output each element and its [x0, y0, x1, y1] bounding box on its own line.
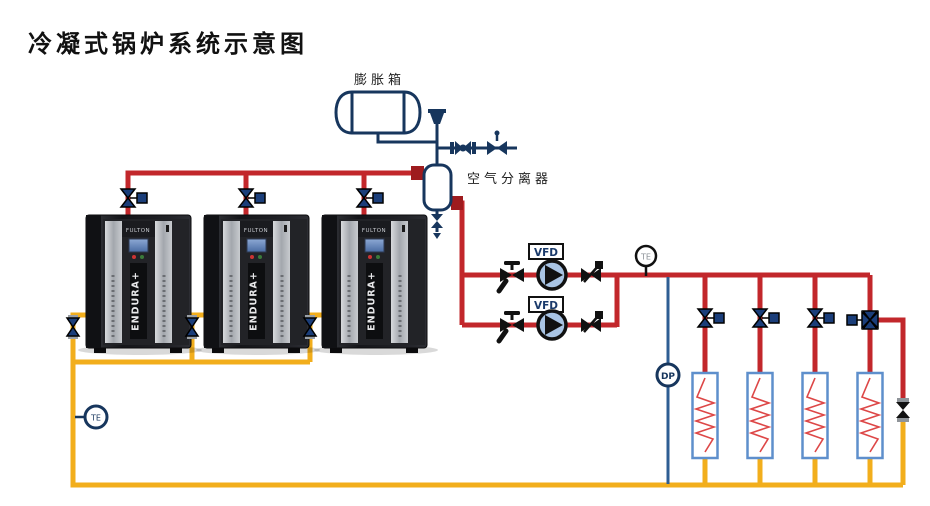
three-way-valve: [846, 310, 879, 330]
boiler-brand: ENDURA+: [131, 271, 142, 331]
pump-group-1: VFD: [496, 243, 603, 294]
zone-valve-1: [696, 308, 725, 328]
te-label: TE: [640, 253, 651, 262]
boiler-logo: FULTON: [362, 228, 386, 234]
boilers: FULTON ENDURA+ FULTON ENDURA+: [78, 214, 438, 355]
expansion-tank-label: 膨胀箱: [354, 72, 405, 88]
vent-ball-valve: [450, 141, 476, 155]
heat-exchanger-3: [801, 371, 829, 460]
coil: [803, 377, 827, 453]
return-valve-1: [65, 315, 81, 339]
vfd-box: [528, 243, 564, 260]
expansion-piping: [376, 123, 517, 232]
supply-valve-3: [355, 188, 384, 208]
isolation-valve-icon: [496, 311, 524, 344]
check-valve-icon: [581, 261, 603, 283]
dp-label: DP: [661, 372, 675, 382]
return-valve-2: [184, 315, 200, 339]
check-valve-icon: [581, 311, 603, 333]
return-valve-3: [302, 315, 318, 339]
pump-icon: [536, 259, 568, 291]
vfd-label: VFD: [534, 300, 558, 312]
page-title: 冷凝式锅炉系统示意图: [28, 30, 308, 58]
boiler-brand: ENDURA+: [249, 271, 260, 331]
vfd-label: VFD: [534, 247, 558, 259]
boiler-brand: ENDURA+: [367, 271, 378, 331]
boiler-return-valves: [65, 315, 318, 339]
coil: [693, 377, 717, 453]
air-separator-label: 空气分离器: [467, 171, 552, 187]
air-separator: 空气分离器: [411, 163, 552, 239]
return-piping: [70, 312, 906, 488]
coil: [858, 377, 882, 453]
pump-icon: [536, 309, 568, 341]
boiler-3: FULTON ENDURA+: [314, 214, 438, 355]
te-label: TE: [90, 414, 101, 423]
separator-drain-valve: [431, 214, 443, 239]
heat-exchanger-2: [746, 371, 774, 460]
zone-valve-2: [751, 308, 780, 328]
isolation-valve-icon: [496, 261, 524, 294]
heat-exchanger-1: [691, 371, 719, 460]
boiler-logo: FULTON: [244, 228, 268, 234]
boiler-1: FULTON ENDURA+: [78, 214, 202, 355]
te-sensor-supply: TE: [634, 244, 658, 276]
air-vent-icon: [428, 109, 446, 124]
boiler-supply-valves: [119, 188, 384, 208]
te-sensor-return: TE: [75, 404, 109, 430]
dp-sensor: DP: [655, 362, 681, 388]
expansion-tank: 膨胀箱: [334, 72, 422, 135]
zone-valves: [696, 308, 879, 330]
coil: [748, 377, 772, 453]
vent-gate-valve: [487, 130, 507, 155]
boiler-2: FULTON ENDURA+: [196, 214, 320, 355]
boiler-logo: FULTON: [126, 228, 150, 234]
zone-valve-3: [806, 308, 835, 328]
heat-exchangers: [691, 371, 884, 460]
supply-valve-2: [237, 188, 266, 208]
heat-exchanger-4: [856, 371, 884, 460]
supply-valve-1: [119, 188, 148, 208]
pump-group-2: VFD: [496, 296, 603, 344]
bypass-valve: [896, 398, 910, 422]
